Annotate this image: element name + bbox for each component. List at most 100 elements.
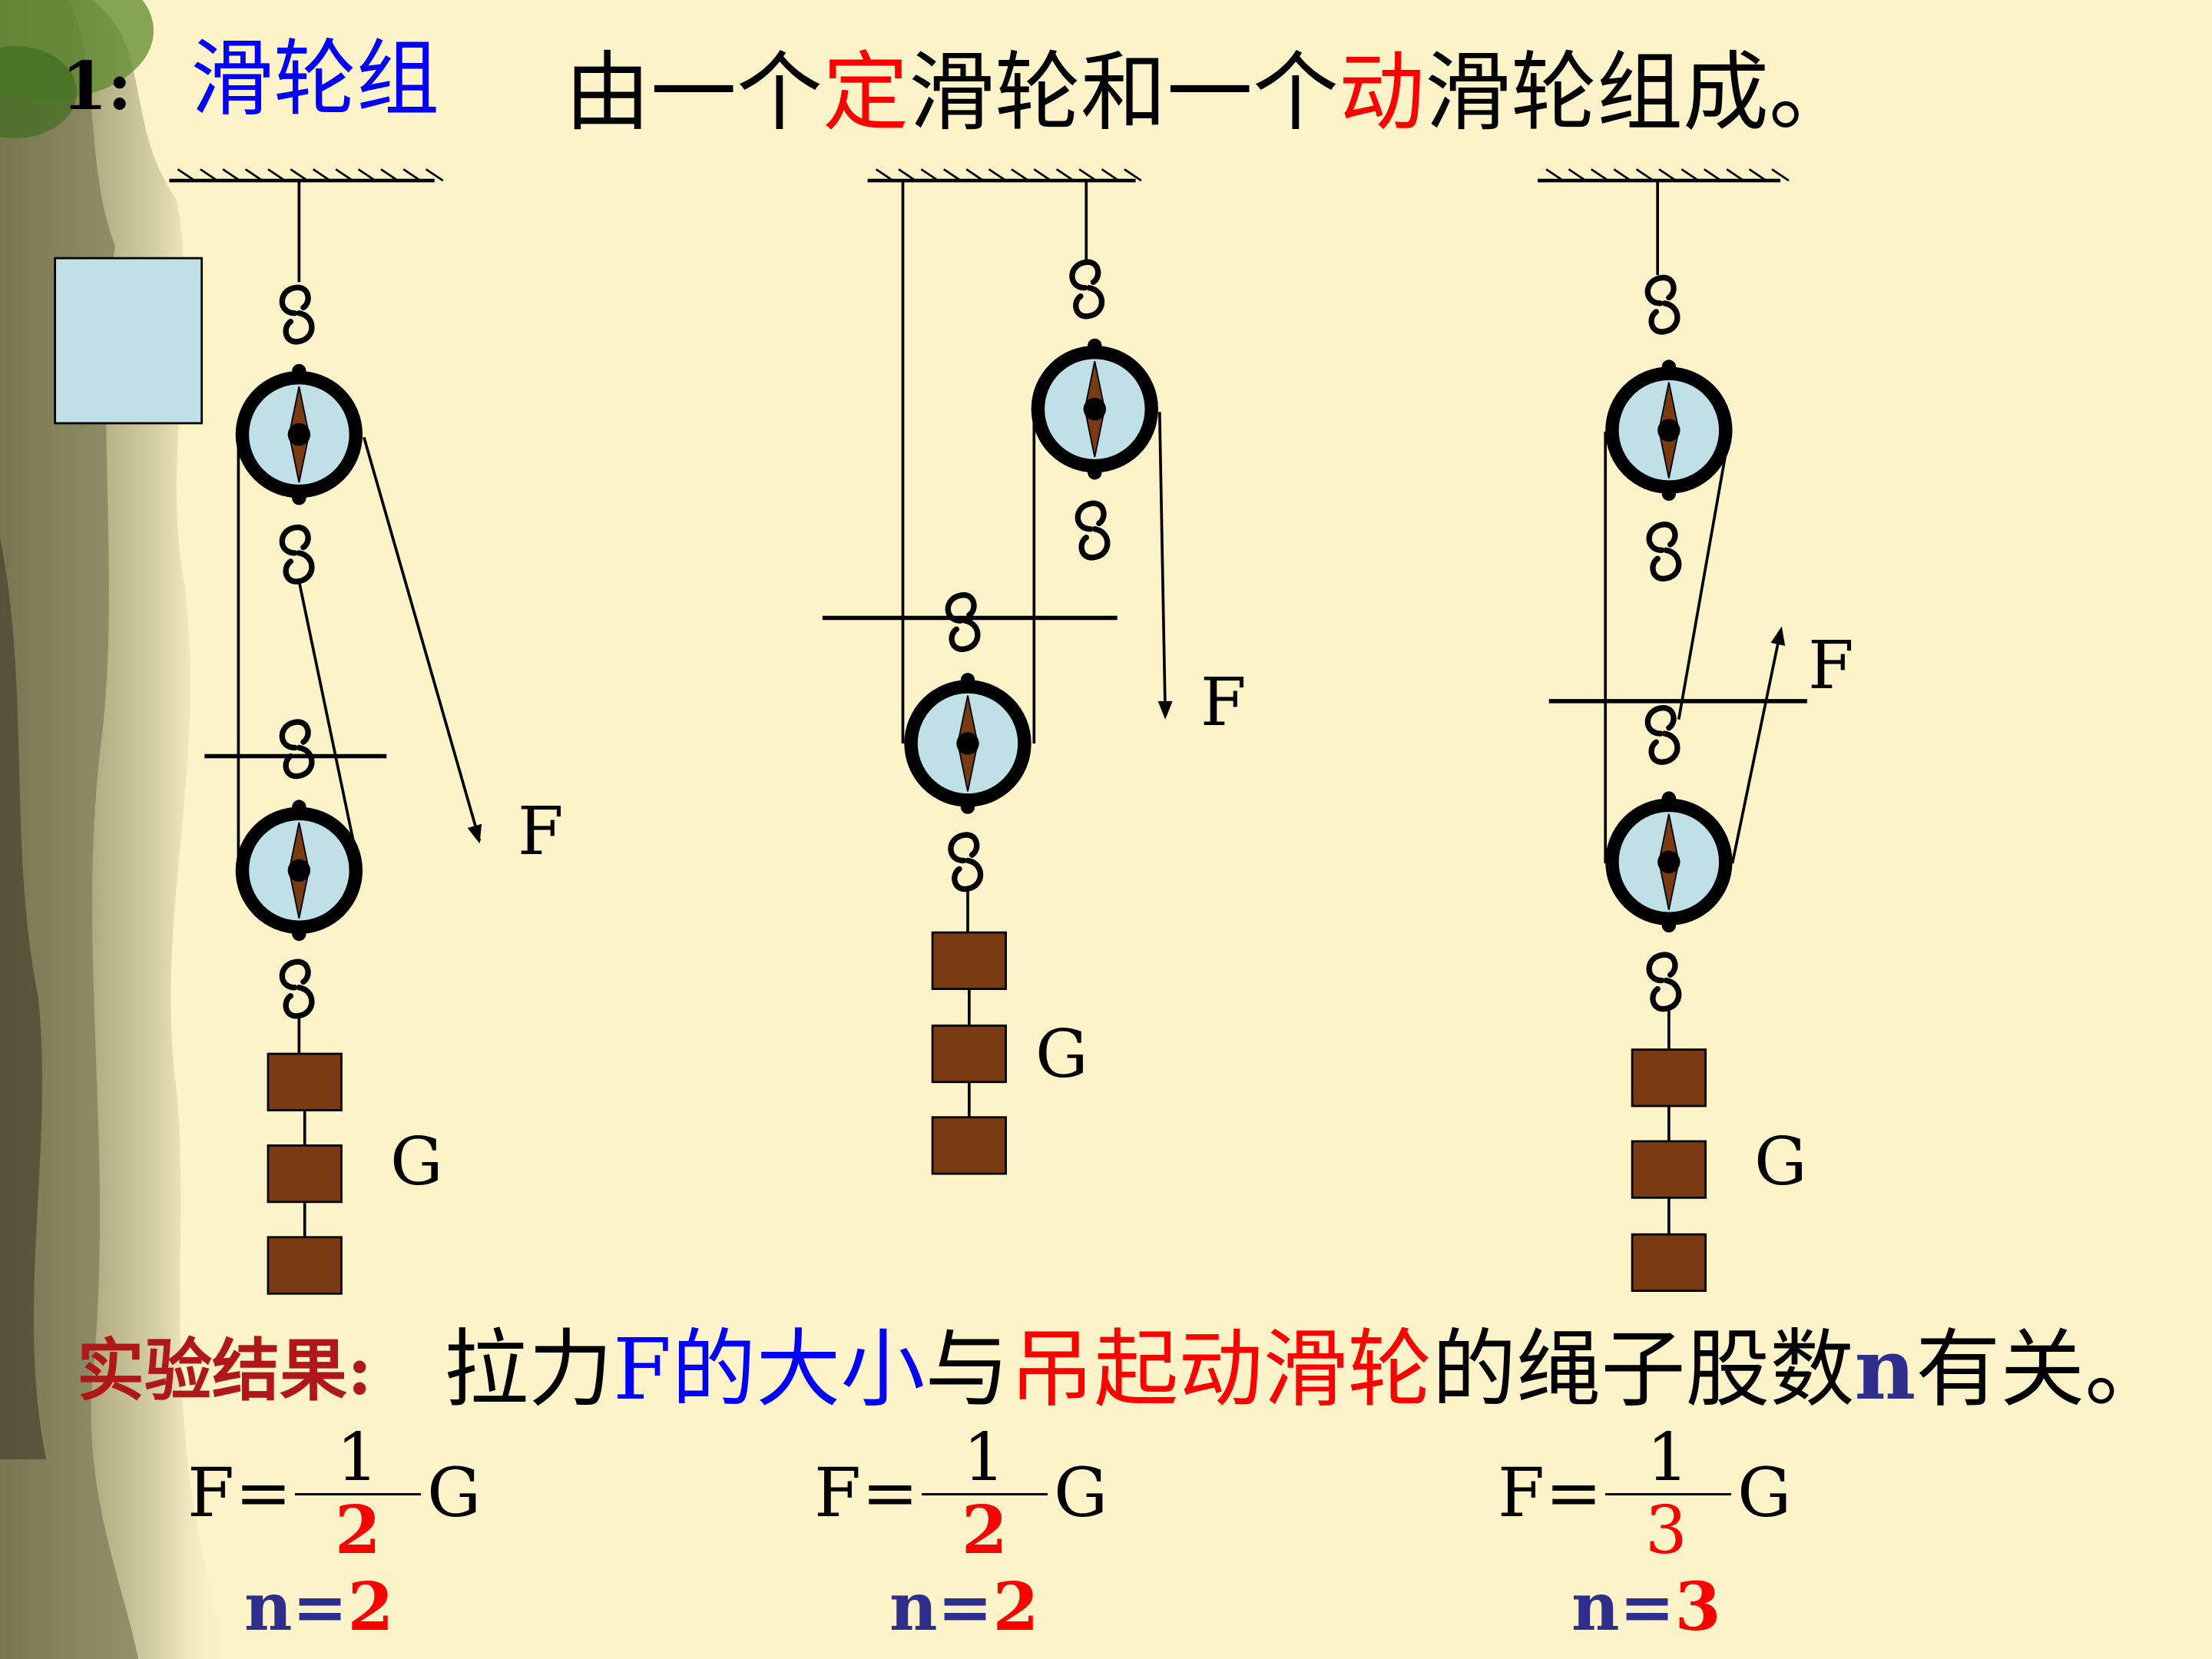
pulley-joint xyxy=(1088,465,1102,480)
fraction-bar xyxy=(295,1493,421,1495)
hook-icon xyxy=(1646,522,1682,581)
ceiling-hatch xyxy=(290,168,309,182)
force-label: F xyxy=(1808,628,1854,704)
pulley-joint xyxy=(292,363,306,379)
formula-rhs: G xyxy=(1737,1453,1792,1532)
formula-equals: = xyxy=(235,1453,292,1532)
ceiling-hatch xyxy=(1681,168,1700,182)
result-label: 实验结果: xyxy=(77,1330,373,1410)
pulley-axle xyxy=(1657,419,1681,442)
result-text: 有关。 xyxy=(1916,1320,2170,1419)
force-label: F xyxy=(1200,664,1247,741)
hook-icon xyxy=(1644,705,1681,765)
definition-text: 滑轮和一个 xyxy=(909,43,1339,143)
ceiling-hatch xyxy=(244,168,263,182)
ceiling-hatch xyxy=(875,168,894,182)
pulley-axle xyxy=(287,859,311,882)
hook-icon xyxy=(279,719,315,780)
pulley-joint xyxy=(960,673,975,687)
ceiling-hatch xyxy=(1635,168,1654,182)
decor-box xyxy=(54,257,204,425)
formula-lhs: F xyxy=(187,1453,235,1532)
result-sentence: 拉力F的大小与吊起动滑轮动滑轮的绳子股数n有关。 xyxy=(444,1327,2169,1412)
ceiling-hatch xyxy=(267,168,286,182)
n-count: n=2 xyxy=(889,1575,1038,1641)
weight-label: G xyxy=(390,1124,443,1200)
hook-icon xyxy=(1075,500,1111,561)
ceiling-hatch xyxy=(1011,168,1029,182)
weight-block xyxy=(1631,1048,1707,1108)
movable-word: 动 xyxy=(1339,43,1425,143)
result-text: 拉力 xyxy=(444,1320,613,1419)
n-label: n= xyxy=(244,1568,348,1646)
fraction-bar xyxy=(922,1493,1048,1495)
n-value: 2 xyxy=(347,1568,394,1646)
formula-numerator: 1 xyxy=(963,1419,1005,1496)
formula-equals: = xyxy=(862,1453,919,1532)
weight-block xyxy=(1631,1140,1707,1199)
ceiling-hatch xyxy=(1078,168,1097,182)
pulley-joint xyxy=(1661,918,1677,933)
rope xyxy=(297,581,362,873)
formula-numerator: 1 xyxy=(336,1419,379,1496)
force-label: F xyxy=(518,793,564,870)
ceiling-hatch xyxy=(357,168,376,182)
ceiling-hatch xyxy=(1101,168,1120,182)
formula-lhs: F xyxy=(814,1453,862,1532)
formula-denominator: 3 xyxy=(1645,1492,1687,1569)
ceiling-hatch xyxy=(1613,168,1632,182)
pulley-joint xyxy=(1661,486,1677,502)
formula-lhs: F xyxy=(1498,1453,1545,1532)
pulley-joint xyxy=(1661,359,1677,374)
pulley-axle xyxy=(1083,397,1106,421)
result-text: 的绳子股数 xyxy=(1432,1320,1855,1419)
formula-denominator: 2 xyxy=(962,1492,1008,1569)
ceiling-hatch xyxy=(335,168,353,182)
rope xyxy=(1157,412,1167,714)
pulley-axle xyxy=(287,423,311,446)
ceiling-hatch xyxy=(1124,168,1142,182)
pulley-joint xyxy=(1661,791,1677,806)
formula-equals: = xyxy=(1545,1453,1602,1532)
formula-denominator: 2 xyxy=(335,1492,381,1569)
weight-block xyxy=(931,1116,1007,1175)
hook-icon xyxy=(279,284,315,345)
ceiling-hatch xyxy=(1033,168,1052,182)
ceiling-hatch xyxy=(1545,168,1564,182)
force-arrow-head xyxy=(467,823,482,844)
ceiling-hatch xyxy=(1568,168,1587,182)
n-label: n= xyxy=(1571,1568,1675,1646)
ceiling-hatch xyxy=(312,168,331,182)
n-count: n=2 xyxy=(244,1575,393,1641)
ceiling-hatch xyxy=(1726,168,1744,182)
definition-sentence: 由一个定滑轮和一个动滑轮组成。 xyxy=(565,50,1855,136)
pulley-axle xyxy=(956,732,979,755)
weight-block xyxy=(267,1144,343,1204)
item-number: 1: xyxy=(61,48,132,125)
formula-numerator: 1 xyxy=(1647,1419,1689,1496)
pulley-joint xyxy=(292,491,306,505)
weight-label: G xyxy=(1035,1016,1088,1093)
n-value: 3 xyxy=(1674,1568,1721,1646)
pulley-joint xyxy=(1088,338,1102,353)
rope xyxy=(1730,631,1782,864)
result-movable-pulley-term: 动滑轮 xyxy=(1178,1320,1432,1419)
force-arrow-head xyxy=(1770,626,1786,646)
weight-label: G xyxy=(1754,1124,1807,1200)
hook-icon xyxy=(279,959,315,1019)
result-lift-term: 吊起 xyxy=(1009,1320,1179,1419)
ceiling-hatch xyxy=(1591,168,1609,182)
weight-block xyxy=(267,1052,343,1111)
definition-text: 滑轮组成。 xyxy=(1425,43,1855,143)
ceiling-hatch xyxy=(1658,168,1677,182)
hook-icon xyxy=(1644,274,1681,335)
ceiling-hatch xyxy=(1704,168,1722,182)
ceiling-hatch xyxy=(402,168,422,182)
rope xyxy=(363,436,482,842)
ceiling-hatch xyxy=(1055,168,1075,182)
fraction-bar xyxy=(1605,1493,1731,1495)
hook-icon xyxy=(1069,259,1104,320)
pulley-joint xyxy=(960,800,975,814)
n-label: n= xyxy=(889,1568,993,1646)
